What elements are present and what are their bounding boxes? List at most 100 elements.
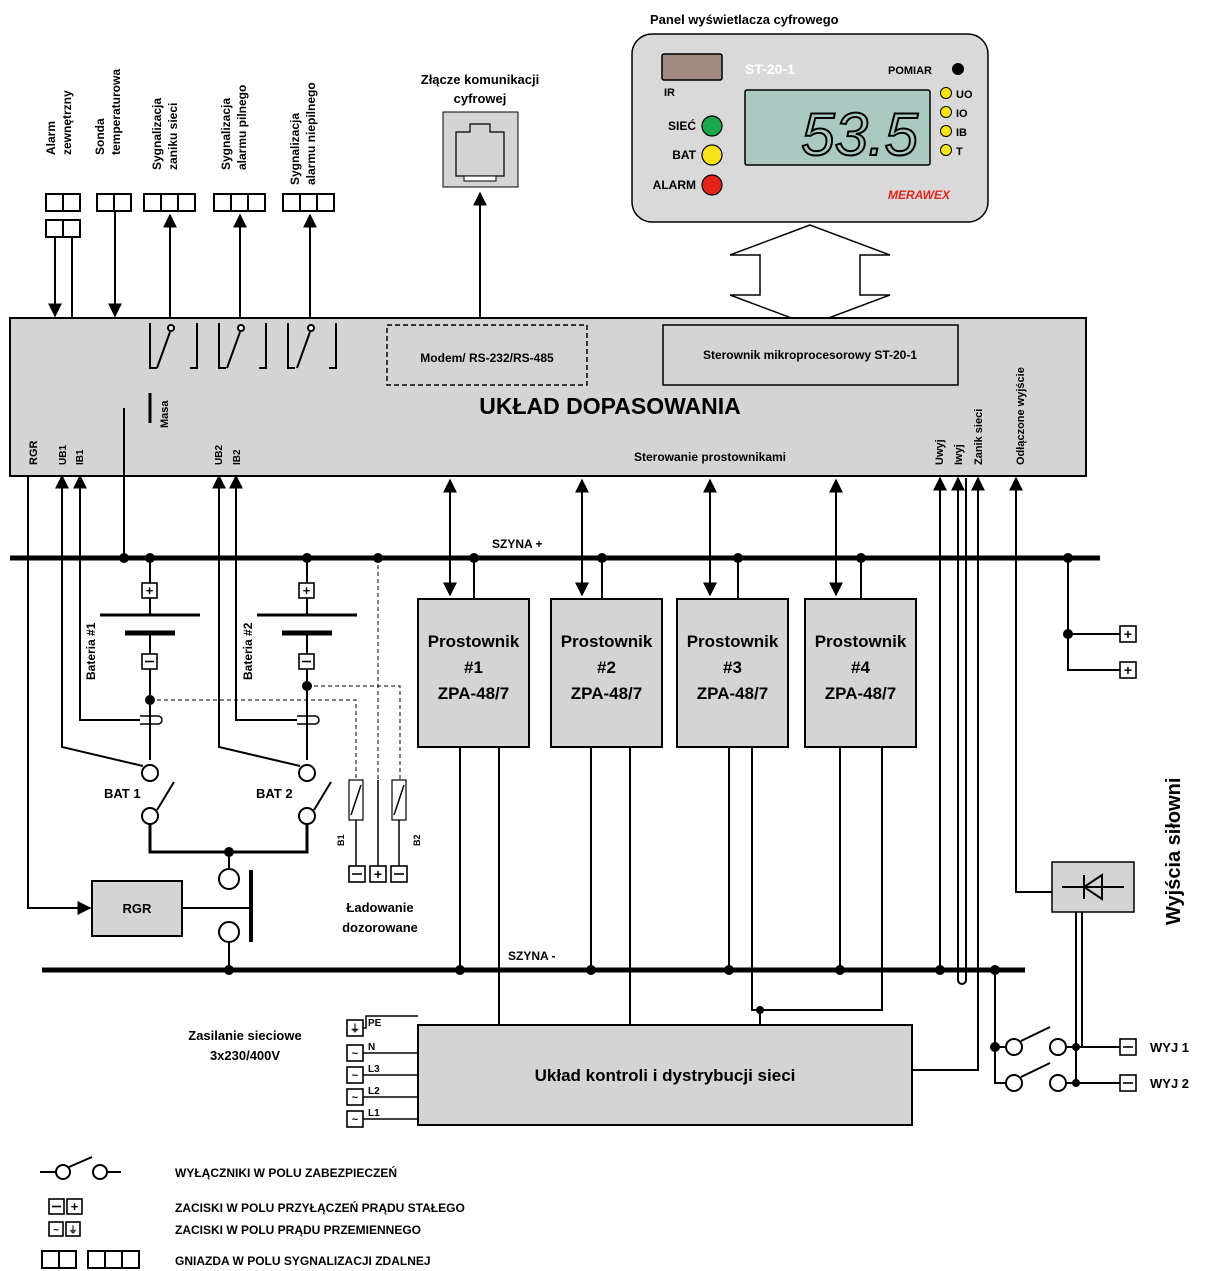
output-plus-terminals[interactable]: + + [1119, 625, 1137, 679]
rect-minus-wires [459, 747, 883, 1025]
wyj2-switch-a[interactable] [1005, 1074, 1023, 1092]
socket-zanik-a[interactable] [143, 193, 162, 212]
legend-item-2: ZACISKI W POLU PRZYŁĄCZEŃ PRĄDU STAŁEGO [175, 1200, 465, 1215]
socket-alarm-c[interactable] [45, 219, 64, 238]
led-label-siec: SIEĆ [668, 118, 696, 133]
svg-text:⏚: ⏚ [68, 1225, 77, 1235]
battery-2-label: Bateria #2 [241, 622, 255, 680]
charging-label-1: Ładowanie [346, 900, 413, 915]
socket-alarm-a[interactable] [45, 193, 64, 212]
rectifier-4-name: Prostownik [815, 632, 907, 651]
output-1-label: WYJ 1 [1150, 1040, 1189, 1055]
label-ib1: IB1 [75, 449, 86, 465]
socket-pilny-b[interactable] [230, 193, 249, 212]
socket-pilny-a[interactable] [213, 193, 232, 212]
socket-zanik-c[interactable] [177, 193, 196, 212]
signal-label-pilny-2: alarmu pilnego [235, 85, 249, 170]
rectifier-1-model: ZPA-48/7 [438, 684, 510, 703]
legend-item-1: WYŁĄCZNIKI W POLU ZABEZPIECZEŃ [175, 1165, 397, 1180]
svg-text:+: + [374, 866, 382, 882]
wire-odlaczone [1009, 476, 1052, 893]
socket-zanik-b[interactable] [160, 193, 179, 212]
signal-labels: Alarm zewnętrzny Sonda temperaturowa Syg… [44, 69, 318, 185]
legend-ac-terminal-icon: ~ ⏚ [48, 1221, 81, 1237]
mains-label-2: 3x230/400V [210, 1048, 280, 1063]
rectifier-2-model: ZPA-48/7 [571, 684, 643, 703]
controller-label: Sterownik mikroprocesorowy ST-20-1 [703, 348, 917, 362]
mains-term-n: N [368, 1042, 375, 1053]
mains-term-l2: L2 [368, 1086, 380, 1097]
rectifier-3-model: ZPA-48/7 [697, 684, 769, 703]
rectifier-1-name: Prostownik [428, 632, 520, 651]
rgr-box-label: RGR [123, 901, 153, 916]
socket-niepilny-c[interactable] [316, 193, 335, 212]
label-ub2: UB2 [214, 445, 225, 465]
svg-text:~: ~ [352, 1114, 359, 1126]
battery-2-switch-bottom[interactable] [298, 807, 316, 825]
label-ub1: UB1 [58, 445, 69, 465]
display-panel: Panel wyświetlacza cyfrowego IR ST-20-1 … [631, 12, 989, 223]
pomiar-button[interactable] [952, 63, 964, 75]
lcd-display [744, 89, 931, 166]
panel-model: ST-20-1 [745, 61, 795, 77]
power-outputs-title: Wyjścia siłowni [1163, 778, 1185, 925]
panel-title: Panel wyświetlacza cyfrowego [650, 12, 839, 27]
indicator-io-label: IO [956, 108, 968, 120]
ir-window [661, 53, 723, 81]
led-siec [701, 115, 723, 137]
led-label-bat: BAT [672, 148, 696, 162]
rj-pins [463, 175, 497, 182]
rectifier-group: Prostownik #1 ZPA-48/7 Prostownik #2 ZPA… [417, 598, 917, 748]
svg-text:+: + [1124, 626, 1132, 642]
rectifier-3-num: #3 [723, 658, 742, 677]
socket-sonda-b[interactable] [113, 193, 132, 212]
wyj1-switch-a[interactable] [1005, 1038, 1023, 1056]
svg-text:+: + [1124, 662, 1132, 678]
rectifier-3 [676, 598, 789, 748]
indicator-t-label: T [956, 146, 963, 158]
indicator-ib-label: IB [956, 127, 967, 139]
rectifier-2 [550, 598, 663, 748]
signal-sockets [45, 193, 335, 238]
relay-contacts [149, 323, 337, 369]
rect-plus-wires [473, 558, 862, 599]
svg-text:+: + [146, 583, 154, 598]
label-iwyj: Iwyj [953, 444, 965, 465]
controller-box [662, 324, 959, 386]
legend-breaker-icon [40, 1156, 121, 1180]
socket-niepilny-b[interactable] [299, 193, 318, 212]
mains-term-l1: L1 [368, 1108, 380, 1119]
socket-alarm-b[interactable] [62, 193, 81, 212]
svg-text:~: ~ [352, 1048, 359, 1060]
rectifier-2-num: #2 [597, 658, 616, 677]
lcd-value: 53.5 [801, 101, 918, 168]
panel-brand: MERAWEX [888, 188, 951, 202]
socket-pilny-c[interactable] [247, 193, 266, 212]
charge-terminals[interactable]: + [348, 865, 408, 883]
mains-terminals[interactable]: ⏚ ~ ~ ~ ~ [346, 1019, 364, 1128]
output-minus-terminals[interactable] [1119, 1038, 1137, 1092]
rectifier-1 [417, 598, 530, 748]
signal-label-zanik-2: zaniku sieci [166, 103, 180, 170]
socket-sonda-a[interactable] [96, 193, 115, 212]
label-rect-control: Sterowanie prostownikami [634, 450, 786, 464]
label-rgr: RGR [28, 441, 40, 466]
wyj2-switch-b[interactable] [1049, 1074, 1067, 1092]
shunt-label-b2: B2 [412, 834, 422, 846]
rectifier-3-name: Prostownik [687, 632, 779, 651]
battery-1-switch-bottom[interactable] [141, 807, 159, 825]
indicator-io [940, 106, 952, 118]
rectifier-4-num: #4 [851, 658, 870, 677]
rgr-box [91, 880, 183, 937]
legend-item-4: GNIAZDA W POLU SYGNALIZACJI ZDALNEJ [175, 1254, 431, 1268]
rectifier-1-num: #1 [464, 658, 483, 677]
svg-text:~: ~ [53, 1225, 59, 1236]
wyj1-switch-b[interactable] [1049, 1038, 1067, 1056]
socket-alarm-d[interactable] [62, 219, 81, 238]
rectifier-2-name: Prostownik [561, 632, 653, 651]
socket-niepilny-a[interactable] [282, 193, 301, 212]
signal-label-alarm-2: zewnętrzny [60, 90, 74, 155]
shunt-label-b1: B1 [336, 834, 346, 846]
signal-label-pilny-1: Sygnalizacja [219, 98, 233, 170]
label-ib2: IB2 [232, 449, 243, 465]
